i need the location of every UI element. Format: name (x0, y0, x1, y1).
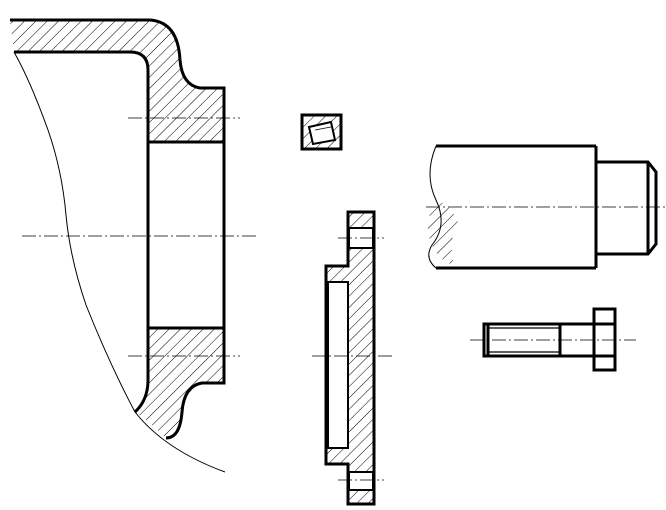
shaft-break-hatch (427, 200, 458, 265)
housing-top-hatch (10, 20, 224, 142)
bolt (470, 307, 636, 372)
housing-section (10, 18, 258, 473)
flange-section (312, 210, 392, 506)
flange-bottom-hole (348, 471, 374, 491)
housing-break-line (13, 51, 226, 473)
housing-bottom-hatch (135, 328, 224, 438)
housing-bottom-inner (133, 328, 150, 414)
shaft-break-line (428, 145, 442, 269)
flange-hatch (326, 212, 374, 504)
shaft-journal (596, 160, 658, 256)
flange-recess (327, 281, 349, 449)
housing-bottom-outline (165, 328, 226, 440)
housing-top-outline (10, 18, 226, 142)
bushing-insert-line (314, 126, 332, 131)
bushing-insert (307, 120, 337, 146)
shaft (426, 144, 666, 270)
bolt-head (592, 307, 617, 372)
bushing (300, 113, 343, 151)
flange-outline (324, 210, 376, 506)
housing-top-inner (14, 50, 150, 142)
